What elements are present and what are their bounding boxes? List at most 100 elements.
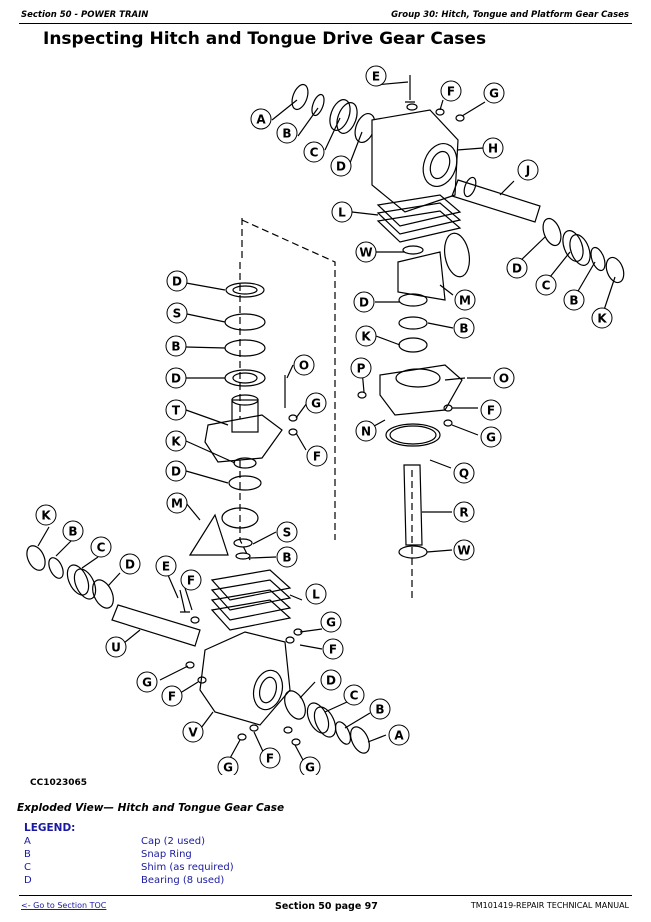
callout-circle	[454, 289, 476, 311]
callout-circle	[493, 367, 515, 389]
legend-title: LEGEND:	[24, 822, 76, 834]
callout-label: A	[256, 113, 266, 127]
callout-circle	[180, 569, 202, 591]
callout-label: F	[447, 85, 455, 99]
callout-circle	[165, 335, 187, 357]
callout-circle	[440, 80, 462, 102]
callout-circle	[299, 756, 321, 775]
callout-circle	[369, 698, 391, 720]
callout-circle	[453, 501, 475, 523]
legend-value: Snap Ring	[141, 849, 192, 860]
callout-circle	[276, 546, 298, 568]
callout-label: G	[142, 676, 152, 690]
callout-label: R	[459, 506, 468, 520]
figure-id: CC1023065	[30, 778, 88, 788]
callout-circle	[483, 82, 505, 104]
callout-label: U	[111, 641, 121, 655]
callout-label: G	[223, 761, 233, 775]
callout-label: C	[310, 146, 319, 160]
callout-label: C	[97, 541, 106, 555]
callout-label: L	[338, 206, 346, 220]
callout-circle	[165, 399, 187, 421]
callout-circle	[62, 520, 84, 542]
callout-label: D	[125, 558, 135, 572]
callout-circle	[355, 241, 377, 263]
manual-id: TM101419-REPAIR TECHNICAL MANUAL	[470, 901, 629, 910]
callout-label: B	[282, 551, 291, 565]
callout-label: O	[299, 359, 309, 373]
callout-circle	[388, 724, 410, 746]
callout-circle	[119, 553, 141, 575]
callout-label: V	[188, 726, 198, 740]
callout-circle	[517, 159, 539, 181]
header-divider	[19, 23, 632, 24]
callout-circle	[355, 420, 377, 442]
callout-circle	[276, 521, 298, 543]
callout-circle	[365, 65, 387, 87]
callout-label: D	[326, 674, 336, 688]
callout-label: W	[359, 246, 372, 260]
callout-circle	[563, 289, 585, 311]
callout-label: G	[486, 431, 496, 445]
callout-label: D	[512, 262, 522, 276]
callout-label: D	[359, 296, 369, 310]
callout-label: B	[375, 703, 384, 717]
callout-label: O	[499, 372, 509, 386]
callout-label: Q	[459, 467, 469, 481]
legend-key: A	[24, 836, 31, 847]
callout-label: F	[329, 643, 337, 657]
callout-label: D	[171, 465, 181, 479]
callout-circle	[331, 201, 353, 223]
legend-value: Bearing (8 used)	[141, 875, 225, 886]
callout-circle	[453, 317, 475, 339]
callout-circle	[166, 302, 188, 324]
callout-label: K	[597, 312, 607, 326]
callout-label: F	[487, 404, 495, 418]
callout-circle	[350, 357, 372, 379]
callout-label: M	[171, 497, 183, 511]
page-title: Inspecting Hitch and Tongue Drive Gear C…	[43, 29, 487, 49]
callout-label: B	[68, 525, 77, 539]
callout-label: G	[326, 616, 336, 630]
callout-label: F	[187, 574, 195, 588]
callout-circle	[306, 445, 328, 467]
callout-circle	[320, 611, 342, 633]
callout-circle	[165, 367, 187, 389]
callout-circle	[322, 638, 344, 660]
callout-label: J	[525, 164, 530, 178]
callout-circle	[355, 325, 377, 347]
callout-label: F	[266, 752, 274, 766]
callout-label: G	[305, 761, 315, 775]
callout-label: K	[41, 509, 51, 523]
callout-circle	[217, 756, 239, 775]
go-to-section-toc-link[interactable]: <- Go to Section TOC	[21, 901, 107, 910]
callout-circle	[535, 274, 557, 296]
callout-label: D	[336, 160, 346, 174]
callout-label: E	[372, 70, 380, 84]
callout-label: D	[171, 372, 181, 386]
callout-label: E	[162, 560, 170, 574]
callout-label: C	[350, 689, 359, 703]
callout-label: L	[312, 588, 320, 602]
callout-label: B	[171, 340, 180, 354]
callout-circle	[165, 460, 187, 482]
callout-circle	[343, 684, 365, 706]
callout-circle	[320, 669, 342, 691]
callout-circle	[259, 747, 281, 769]
callout-label: T	[172, 404, 181, 418]
legend-value: Cap (2 used)	[141, 836, 206, 847]
legend-key: C	[24, 862, 31, 873]
callout-label: M	[459, 294, 471, 308]
callout-circle	[453, 462, 475, 484]
legend-value: Shim (as required)	[141, 862, 234, 873]
callout-circle	[453, 539, 475, 561]
callout-label: B	[569, 294, 578, 308]
header-group: Group 30: Hitch, Tongue and Platform Gea…	[391, 10, 629, 20]
callout-label: S	[173, 307, 182, 321]
callout-circle	[293, 354, 315, 376]
page-number: Section 50 page 97	[275, 901, 378, 912]
callout-label: N	[361, 425, 371, 439]
callout-label: K	[171, 435, 181, 449]
callout-circle	[353, 291, 375, 313]
callout-label: W	[457, 544, 470, 558]
